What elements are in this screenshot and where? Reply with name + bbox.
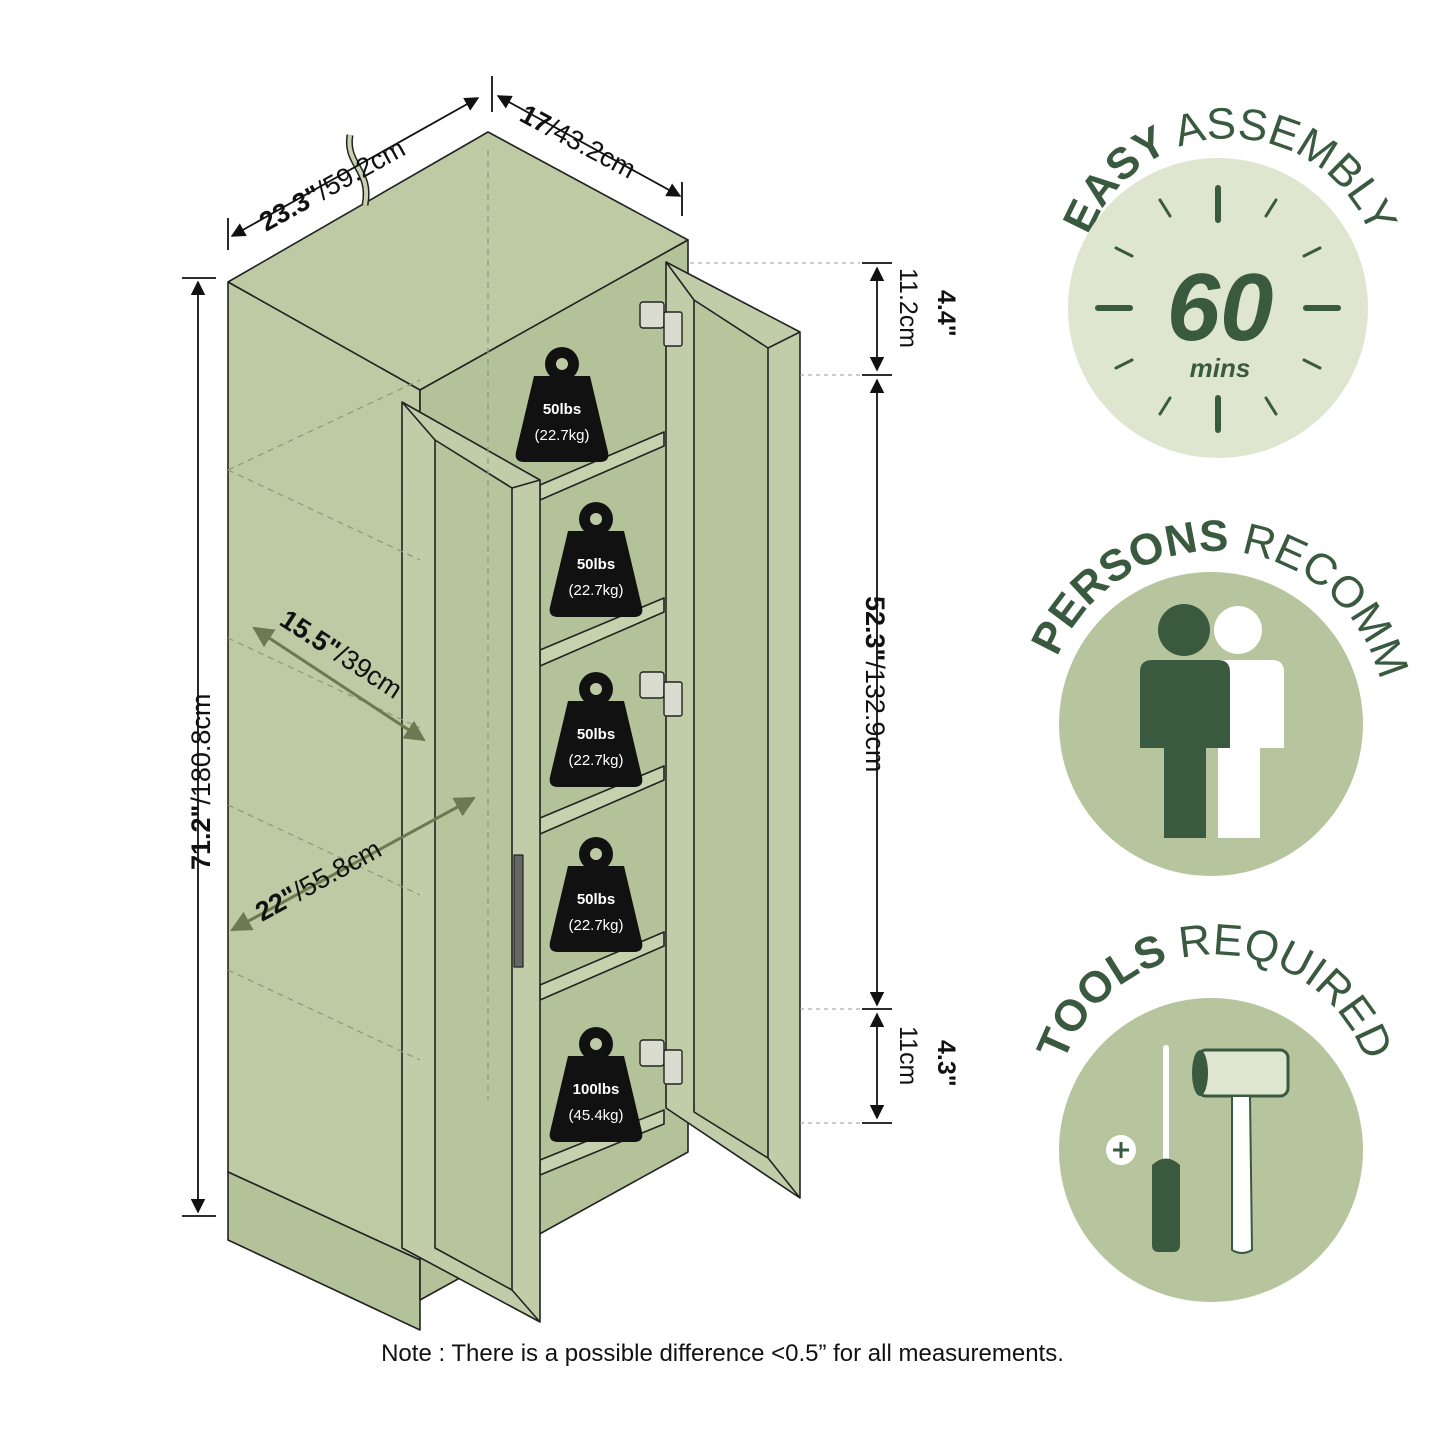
left-door-panel xyxy=(434,439,513,1291)
mallet-icon xyxy=(1192,1048,1290,1254)
weight-kg: (22.7kg) xyxy=(568,582,623,599)
clock-icon xyxy=(1095,185,1341,433)
assembly-minutes: 60 xyxy=(1167,254,1274,361)
weight-lbs: 50lbs xyxy=(543,401,581,418)
cabinet-left-side xyxy=(227,281,421,1261)
hinge-icon xyxy=(639,301,683,347)
interior-inches: 52.3" xyxy=(860,596,890,661)
weight-icon: 50lbs (22.7kg) xyxy=(549,837,643,952)
weight-icon: 50lbs (22.7kg) xyxy=(549,672,643,787)
hinges xyxy=(639,301,683,1085)
weight-icon: 50lbs (22.7kg) xyxy=(515,347,609,462)
interior-cm: /132.9cm xyxy=(860,661,890,772)
badge-easy-assembly: EASY ASSEMBLY 60 mins xyxy=(1054,99,1406,458)
cabinet-base xyxy=(227,1171,421,1331)
cabinet xyxy=(227,131,801,1331)
svg-text:71.2"/180.8cm: 71.2"/180.8cm xyxy=(186,694,216,870)
svg-text:52.3"/132.9cm: 52.3"/132.9cm xyxy=(860,596,890,772)
weight-lbs: 50lbs xyxy=(577,891,615,908)
bottom-gap-inches: 4.3" xyxy=(932,1040,960,1087)
door-handle xyxy=(513,854,524,968)
height-cm: /180.8cm xyxy=(186,694,216,805)
top-gap-inches: 4.4" xyxy=(932,290,960,337)
screwdriver-icon xyxy=(1106,1045,1180,1252)
two-persons-icon xyxy=(1140,604,1284,838)
weight-kg: (45.4kg) xyxy=(568,1107,623,1124)
right-door-panel xyxy=(693,299,769,1159)
weight-lbs: 50lbs xyxy=(577,726,615,743)
weight-icon: 50lbs (22.7kg) xyxy=(549,502,643,617)
weight-kg: (22.7kg) xyxy=(568,752,623,769)
hinge-icon xyxy=(639,1039,683,1085)
weight-lbs: 100lbs xyxy=(573,1081,620,1098)
top-gap-cm: 11.2cm xyxy=(894,268,922,348)
hinge-icon xyxy=(639,671,683,717)
measurement-note: Note : There is a possible difference <0… xyxy=(381,1340,1064,1367)
badge-tools-required: TOOLS REQUIRED xyxy=(1028,915,1402,1302)
weight-lbs: 50lbs xyxy=(577,556,615,573)
bottom-gap-cm: 11cm xyxy=(894,1026,922,1085)
weight-kg: (22.7kg) xyxy=(568,917,623,934)
weight-kg: (22.7kg) xyxy=(534,427,589,444)
weight-icon: 100lbs (45.4kg) xyxy=(549,1027,643,1142)
tools-background xyxy=(1059,998,1363,1302)
assembly-unit: mins xyxy=(1190,353,1251,383)
height-inches: 71.2" xyxy=(186,805,216,870)
clock-background xyxy=(1068,158,1368,458)
shelf-weight-limits: 50lbs(22.7kg)50lbs(22.7kg)50lbs(22.7kg)5… xyxy=(515,347,643,1142)
